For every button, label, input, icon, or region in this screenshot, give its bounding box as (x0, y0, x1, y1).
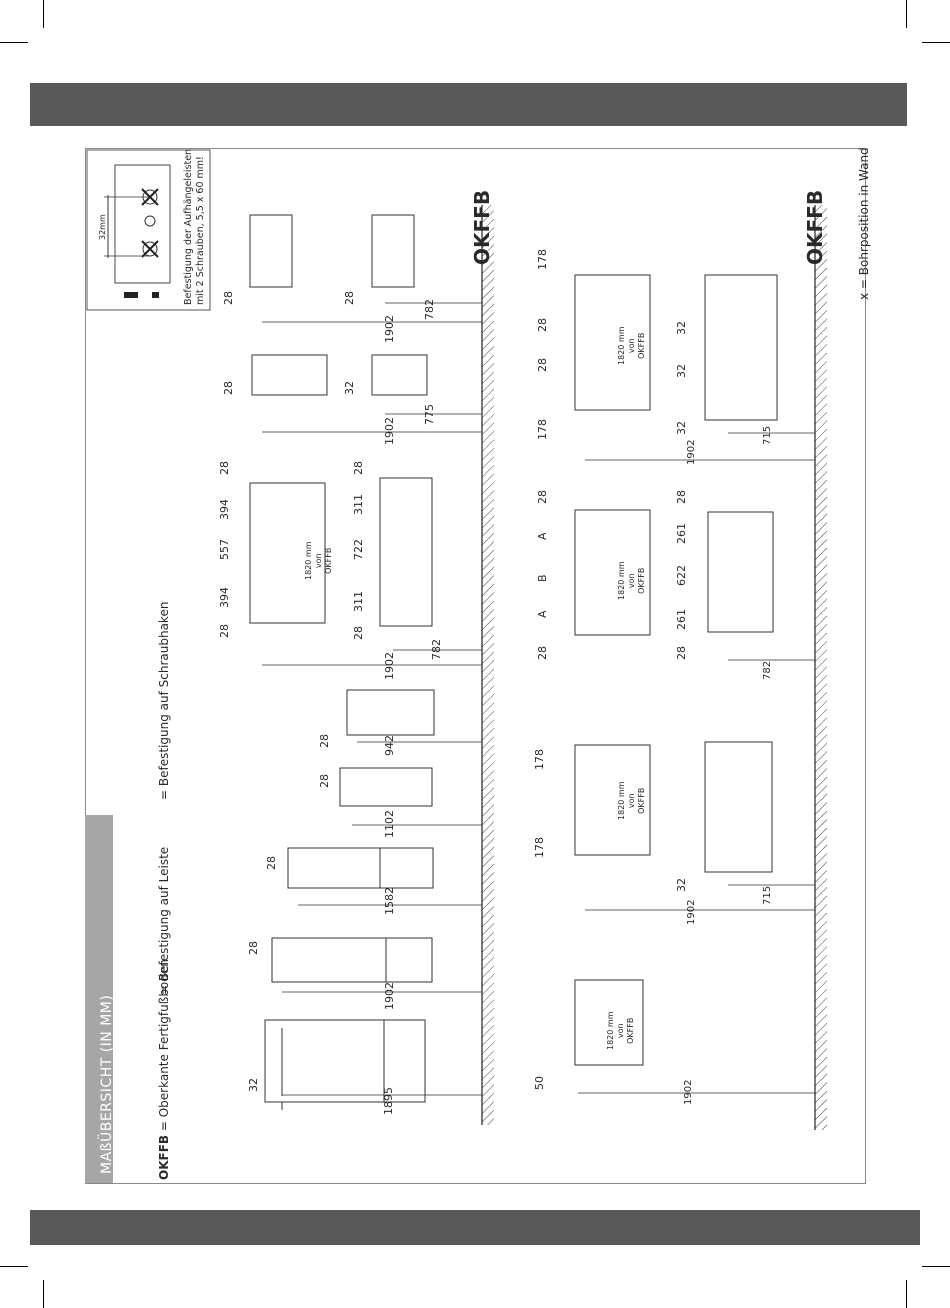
dim-vertical-1582: 1582 (383, 887, 396, 915)
crop-mark (0, 42, 28, 43)
dim-seg: 178 (536, 249, 549, 270)
section-tab (85, 815, 113, 1183)
dim-seg: 261 (675, 523, 688, 544)
dim-floor-715: 715 (762, 885, 773, 905)
dim-vertical-1902: 1902 (383, 417, 396, 445)
footer-band (30, 1210, 920, 1245)
diagram-frame (85, 148, 866, 1184)
crop-mark (922, 42, 950, 43)
dim-offset-32: 32 (247, 1078, 260, 1092)
dim-offset-28: 28 (265, 856, 278, 870)
dim-seg: 394 (218, 499, 231, 520)
dim-floor-775: 775 (423, 404, 436, 425)
dim-vertical-1902: 1902 (383, 315, 396, 343)
dim-offset-178: 178 (533, 749, 546, 770)
dim-seg: 557 (218, 539, 231, 560)
floor-hatch-left (482, 205, 494, 1125)
dim-seg: 28 (536, 646, 549, 660)
dim-seg: 622 (675, 565, 688, 586)
dim-seg: B (536, 574, 549, 582)
mirror-bottom-1 (574, 979, 815, 1094)
crop-mark (906, 1280, 907, 1308)
dim-floor-782: 782 (430, 639, 443, 660)
cabinet-1582 (287, 847, 482, 906)
dim-offset-28: 28 (318, 734, 331, 748)
mounting-spacing-label: 32mm (98, 214, 107, 240)
mounting-note-box (86, 149, 211, 311)
dim-seg: A (536, 532, 549, 540)
dim-vertical-942: 942 (383, 735, 396, 756)
dim-offset-28: 28 (247, 941, 260, 955)
dim-seg: 28 (218, 624, 231, 638)
dim-seg: 261 (675, 609, 688, 630)
cabinet-upper-right-1 (251, 354, 482, 433)
cabinet-942 (346, 689, 482, 743)
cabinet-1895 (264, 1019, 482, 1110)
dim-floor-782: 782 (762, 660, 773, 680)
dim-vertical-1902: 1902 (383, 652, 396, 680)
crop-mark (0, 1266, 28, 1267)
dim-seg: 311 (352, 494, 365, 515)
dim-seg: 32 (675, 364, 688, 378)
mirror-bottom-3 (574, 509, 815, 661)
mirror-cabinet-a (249, 477, 482, 666)
crop-mark (922, 1266, 950, 1267)
dim-offset-28: 28 (318, 774, 331, 788)
dim-offset-178: 178 (533, 837, 546, 858)
legend-leiste: = Befestigung auf Leiste (157, 846, 171, 995)
mirror-bottom-4 (574, 274, 815, 461)
dim-vertical-1902: 1902 (383, 982, 396, 1010)
dim-offset-28: 28 (222, 381, 235, 395)
mounting-note-line2: mit 2 Schrauben, 5,5 x 60 mm! (195, 156, 206, 305)
dim-vertical-1102: 1102 (383, 810, 396, 838)
dim-seg: 32 (675, 421, 688, 435)
dim-seg: A (536, 610, 549, 618)
floor-hatch-right (815, 205, 827, 1130)
floor-label-top: OKFFB (470, 189, 494, 265)
legend-haken: = Befestigung auf Schraubhaken (157, 601, 171, 800)
dim-seg: 722 (352, 539, 365, 560)
crop-mark (43, 0, 44, 28)
dim-offset-50: 50 (533, 1076, 546, 1090)
dim-offset-32: 32 (343, 381, 356, 395)
dim-vertical-1902: 1902 (686, 899, 697, 925)
cabinet-1902-a (271, 937, 482, 993)
crop-mark (906, 0, 907, 28)
dim-seg: 394 (218, 587, 231, 608)
dim-vertical-1902: 1902 (683, 1079, 694, 1105)
dim-seg: 28 (536, 490, 549, 504)
mounting-note-line1: Befestigung der Aufhängeleisten (183, 148, 194, 305)
dim-seg: 28 (536, 318, 549, 332)
dim-seg: 32 (675, 321, 688, 335)
dim-vertical-1902: 1902 (686, 439, 697, 465)
dim-offset-28: 28 (343, 291, 356, 305)
cabinet-1102 (339, 767, 482, 826)
legend-bohr: x = Bohrposition in Wand (857, 147, 871, 300)
floor-label-bottom: OKFFB (803, 189, 827, 265)
crop-mark (43, 1280, 44, 1308)
dim-seg: 28 (536, 358, 549, 372)
dim-offset-28: 28 (222, 291, 235, 305)
dim-seg: 178 (536, 419, 549, 440)
dim-floor-782: 782 (423, 299, 436, 320)
dim-seg: 28 (675, 646, 688, 660)
dim-seg: 28 (352, 626, 365, 640)
cabinet-upper-right-2 (249, 214, 482, 323)
mirror-bottom-2 (574, 741, 815, 911)
dim-vertical-1895: 1895 (382, 1087, 395, 1115)
dim-seg: 28 (218, 461, 231, 475)
header-band (30, 83, 907, 126)
dim-seg: 311 (352, 591, 365, 612)
dim-floor-715: 715 (762, 425, 773, 445)
dim-seg: 28 (352, 461, 365, 475)
dim-offset-32: 32 (675, 878, 688, 892)
dim-seg: 28 (675, 490, 688, 504)
